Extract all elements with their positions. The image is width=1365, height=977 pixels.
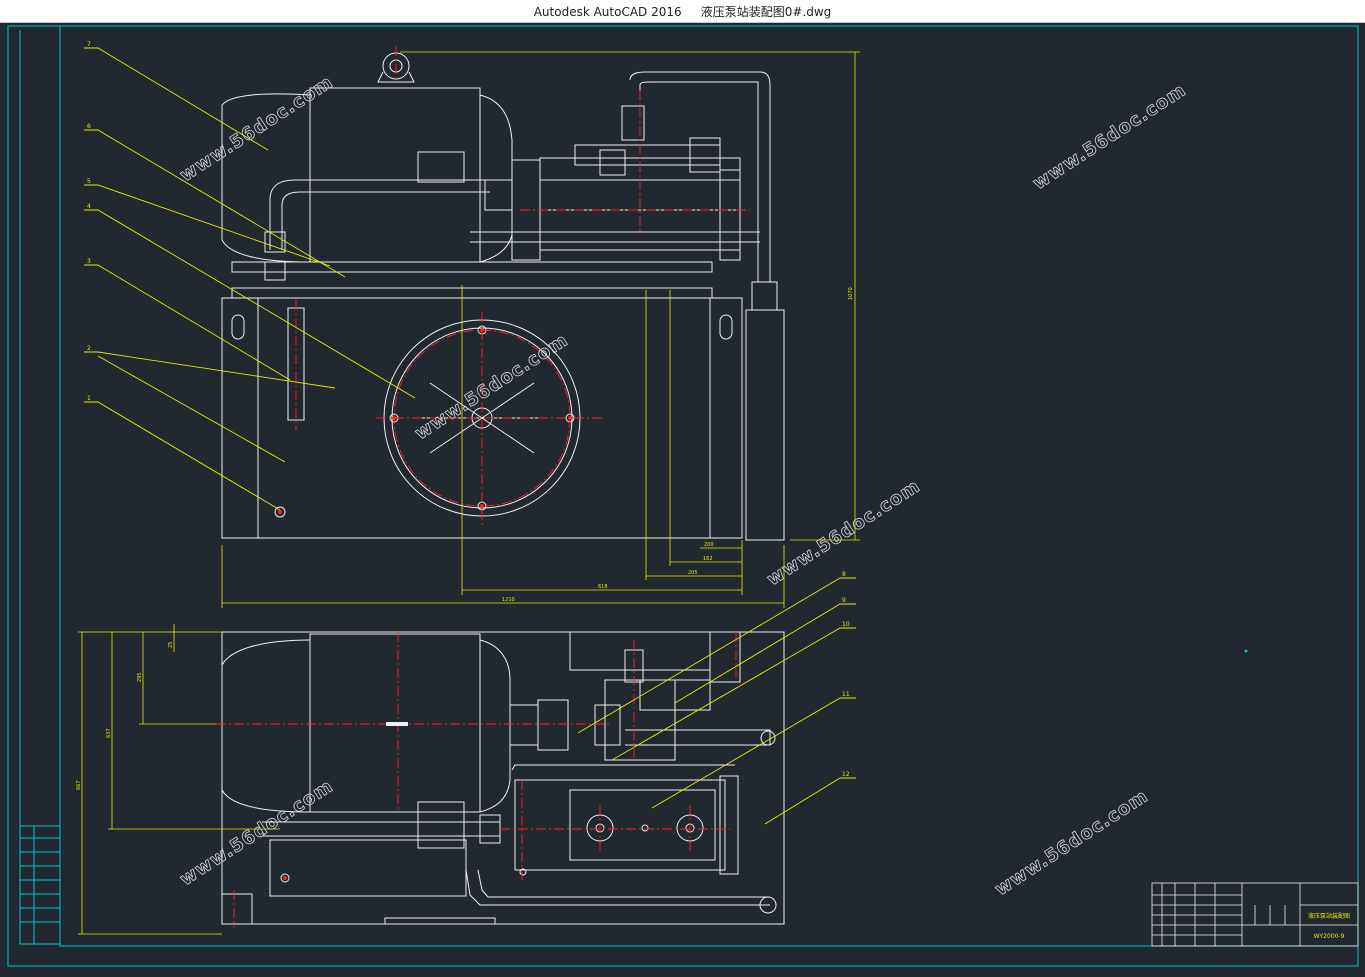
dim-plan-small: 25	[168, 642, 174, 648]
app-name: Autodesk AutoCAD 2016	[533, 5, 682, 19]
watermarks: www.56doc.com www.56doc.com www.56doc.co…	[176, 71, 1191, 901]
dim-a: 205	[688, 570, 698, 576]
file-name: 液压泵站装配图0#.dwg	[700, 5, 832, 19]
dim-plan-offset: 295	[137, 672, 143, 682]
watermark: www.56doc.com	[176, 72, 337, 187]
part-label-9: 9	[842, 597, 846, 604]
title-block	[1151, 882, 1359, 947]
part-label-3: 3	[87, 258, 91, 265]
cursor-marker	[1244, 649, 1248, 653]
part-label-4: 4	[87, 203, 91, 210]
plan-view[interactable]	[221, 631, 785, 925]
part-label-5: 5	[87, 178, 91, 185]
title-bar: Autodesk AutoCAD 2016 液压泵站装配图0#.dwg	[0, 0, 1365, 23]
cad-drawing[interactable]: 液压泵站装配图 WY2000-9	[0, 22, 1365, 973]
part-label-7: 7	[87, 41, 91, 48]
plan-dimensions	[78, 624, 280, 935]
title-block-drawing-name: 液压泵站装配图	[1308, 912, 1350, 920]
part-label-6: 6	[87, 123, 91, 130]
dim-width-overall: 1210	[502, 597, 515, 603]
marker-dots	[278, 328, 572, 880]
part-numbers: 7 6 5 4 3 2 1 8 9 10 11 12	[87, 41, 850, 778]
drawing-border	[7, 25, 1359, 967]
dim-b: 162	[703, 556, 713, 562]
dim-height-overall: 1070	[848, 287, 854, 300]
part-label-8: 8	[842, 571, 846, 578]
dim-width-mid: 618	[598, 584, 608, 590]
part-label-11: 11	[842, 691, 850, 698]
part-label-12: 12	[842, 771, 850, 778]
part-label-2: 2	[87, 345, 91, 352]
dim-c: 200	[704, 542, 714, 548]
part-leaders	[84, 47, 856, 825]
part-label-1: 1	[87, 395, 91, 402]
front-dimensions	[221, 51, 860, 608]
dim-plan-depth-overall: 667	[76, 780, 82, 790]
motor-shaft-key	[386, 722, 408, 726]
front-centerlines	[295, 46, 750, 525]
drawing-canvas[interactable]: 液压泵站装配图 WY2000-9	[0, 22, 1365, 973]
window-title: Autodesk AutoCAD 2016 液压泵站装配图0#.dwg	[0, 3, 1365, 20]
title-block-drawing-number: WY2000-9	[1314, 933, 1345, 940]
dim-plan-depth-inner: 637	[106, 728, 112, 738]
part-label-10: 10	[842, 621, 850, 628]
watermark: www.56doc.com	[176, 776, 337, 891]
watermark: www.56doc.com	[1029, 80, 1190, 195]
front-view[interactable]	[221, 52, 785, 541]
watermark: www.56doc.com	[991, 786, 1152, 901]
